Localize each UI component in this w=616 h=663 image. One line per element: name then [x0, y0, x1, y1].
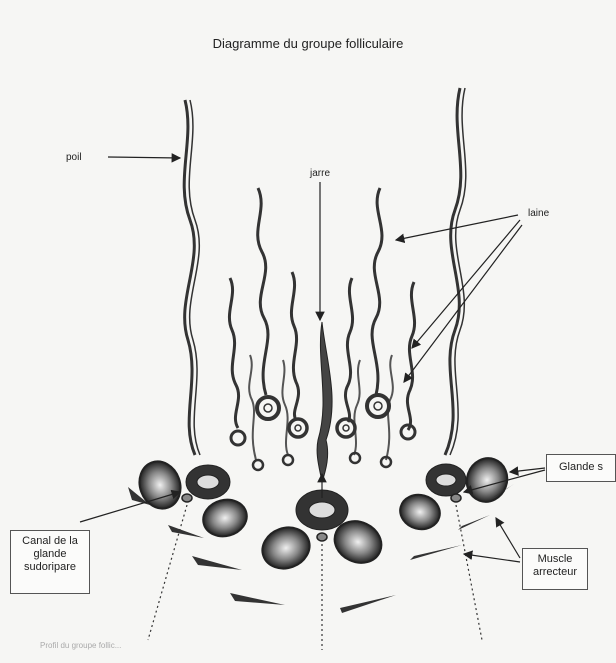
label-poil: poil [66, 152, 82, 164]
label-canal: Canal de la glande sudoripare [10, 530, 90, 594]
poil-fiber-left [184, 100, 200, 455]
faint-caption: Profil du groupe follic... [40, 641, 121, 650]
label-laine: laine [528, 208, 549, 220]
poil-fiber-right [445, 88, 466, 455]
jarre-fiber [317, 322, 332, 482]
label-muscle: Muscle arrecteur [522, 548, 588, 590]
label-glande: Glande s [546, 454, 616, 482]
laine-fibers [229, 188, 414, 430]
label-jarre: jarre [310, 168, 330, 180]
